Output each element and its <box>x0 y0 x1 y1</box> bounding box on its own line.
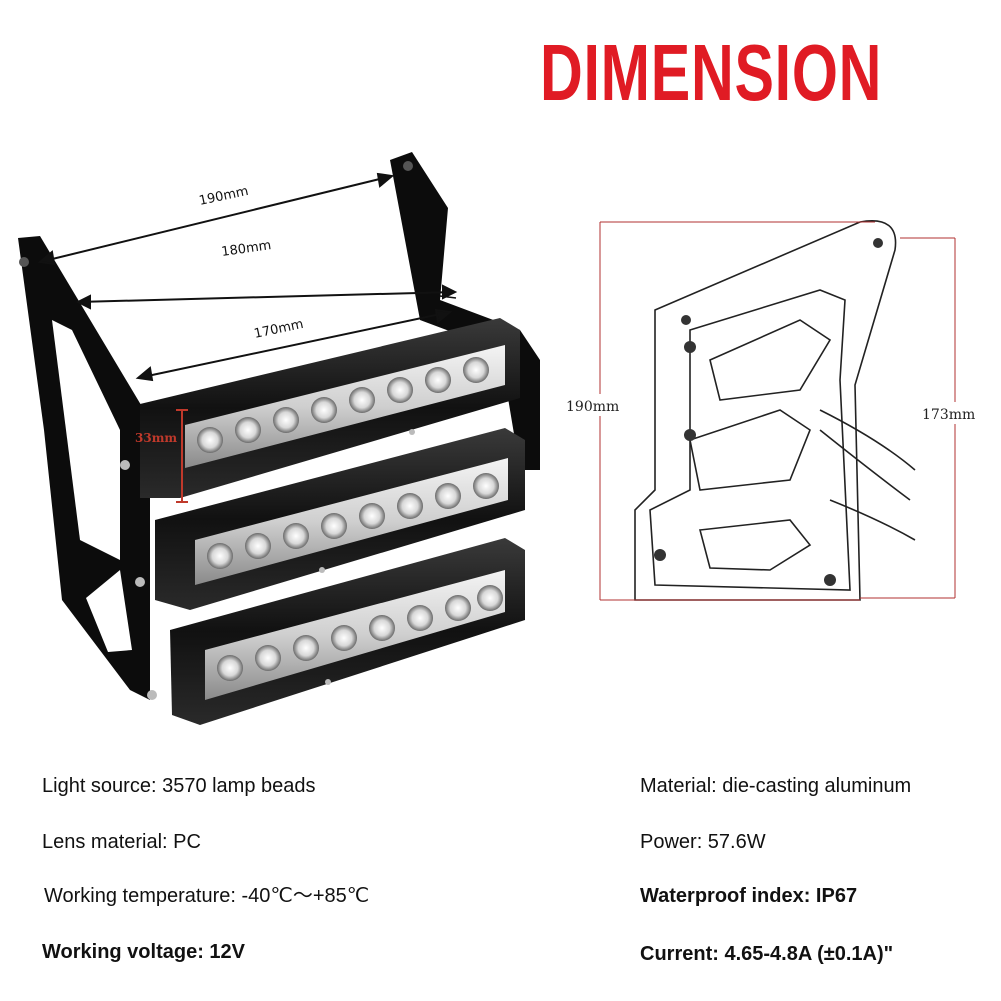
spec-waterproof-index: Waterproof index: IP67 <box>640 885 858 907</box>
led-beads <box>197 357 503 681</box>
dim-170-label: 170mm <box>253 317 305 342</box>
spec-lens-material: Lens material: PC <box>42 831 201 853</box>
spec-current: Current: 4.65-4.8A (±0.1A)" <box>640 943 894 965</box>
dim-190-label: 190mm <box>198 184 250 209</box>
right-dim-173-label: 173mm <box>922 407 975 423</box>
mounting-bracket <box>18 152 540 700</box>
dim-33-label: 33mm <box>135 431 177 445</box>
spec-working-temperature: Working temperature: -40℃～+85℃ <box>44 885 370 907</box>
spec-light-source: Light source: 3570 lamp beads <box>42 775 316 797</box>
dim-180-label: 180mm <box>220 238 272 260</box>
drawing-bolt-icons <box>654 238 883 586</box>
side-view-drawing <box>634 220 916 601</box>
spec-material: Material: die-casting aluminum <box>640 775 912 797</box>
spec-working-voltage: Working voltage: 12V <box>42 941 246 963</box>
spec-power: Power: 57.6W <box>640 831 766 853</box>
height-dimension-line <box>176 409 188 503</box>
page-title: DIMENSION <box>540 28 883 117</box>
right-dim-190-label: 190mm <box>566 399 619 415</box>
dimension-arrows <box>37 172 458 382</box>
bolt-icons <box>120 429 415 700</box>
